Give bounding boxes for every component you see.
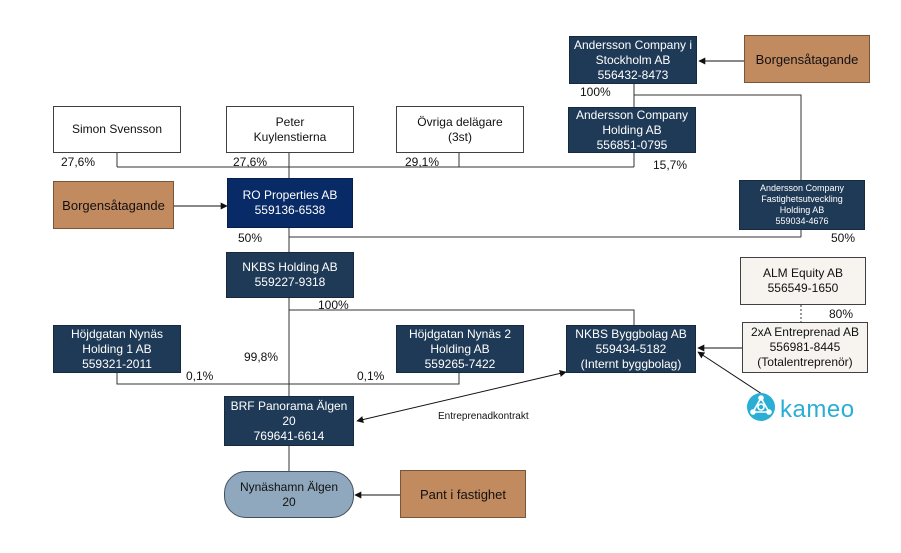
pct-fastighet-to-nkbs: 50% (831, 231, 856, 245)
node-name-line: Peter (275, 114, 305, 129)
nkbs-holding-node: NKBS Holding AB 559227-9318 (226, 252, 354, 298)
andersson-fastighetsutveckling-node: Andersson Company Fastighetsutveckling H… (739, 180, 865, 230)
entreprenadkontrakt-label: Entreprenadkontrakt (438, 411, 529, 422)
node-name-line: Kuylenstierna (253, 129, 327, 144)
node-name-line: 2xA Entreprenad AB (750, 325, 860, 339)
brf-panorama-node: BRF Panorama Älgen 20 769641-6614 (224, 396, 354, 446)
nynashamn-algen-property-node: Nynäshamn Älgen 20 (224, 471, 354, 518)
org-number: 556981-8445 (769, 340, 841, 354)
node-name-line: (Internt byggbolag) (580, 356, 682, 371)
node-name-line: Fastighetsutveckling (761, 194, 843, 204)
pct-stockholm-to-holding: 100% (580, 85, 611, 99)
org-number: 559034-4676 (775, 216, 829, 226)
node-name-line: Andersson Company (759, 183, 845, 193)
org-number: 556549-1650 (767, 281, 839, 295)
node-label: Borgensåtagande (755, 51, 859, 67)
pct-peter: 27,6% (233, 155, 268, 169)
kameo-logo-text: kameo (780, 395, 855, 423)
node-name-line: Höjdgatan Nynäs (70, 326, 164, 341)
node-name-line: 20 (282, 413, 296, 428)
pct-ro-to-nkbs: 50% (238, 231, 263, 245)
andersson-holding-node: Andersson Company Holding AB 556851-0795 (568, 107, 696, 153)
node-name-line: Stockholm AB (595, 52, 671, 67)
node-name-line: Övriga delägare (417, 114, 503, 129)
alm-equity-node: ALM Equity AB 556549-1650 (740, 257, 866, 305)
org-number: 769641-6614 (253, 428, 325, 443)
node-name-line: NKBS Byggbolag AB (575, 326, 687, 341)
node-name-line: Holding 1 AB (82, 341, 152, 356)
node-name-line: BRF Panorama Älgen (230, 398, 348, 413)
pct-hojd1-to-brf: 0,1% (186, 369, 214, 383)
node-name-line: Holding AB (602, 122, 662, 137)
simon-svensson-node: Simon Svensson (53, 106, 181, 153)
2xa-entreprenad-node: 2xA Entreprenad AB 556981-8445 (Totalent… (742, 322, 868, 373)
pct-hojd2-to-brf: 0,1% (357, 369, 385, 383)
kameo-logo-icon (746, 392, 776, 427)
node-name-line: (Totalentreprenör) (757, 355, 853, 369)
hojdgatan-holding-1-node: Höjdgatan Nynäs Holding 1 AB 559321-2011 (53, 325, 181, 373)
nkbs-byggbolag-node: NKBS Byggbolag AB 559434-5182 (Internt b… (566, 325, 696, 373)
pct-nkbs-to-brf: 99,8% (244, 350, 279, 364)
node-name-line: Höjdgatan Nynäs 2 (408, 326, 512, 341)
node-name-line: Nynäshamn Älgen (239, 479, 339, 494)
borgensatagande-left-node: Borgensåtagande (53, 181, 174, 229)
org-number: 556432-8473 (597, 67, 669, 82)
org-number: 559265-7422 (424, 356, 496, 371)
node-name-line: Holding AB (779, 205, 825, 215)
org-number: 556851-0795 (596, 137, 668, 152)
node-name-line: Andersson Company (575, 107, 689, 122)
borgensatagande-top-node: Borgensåtagande (744, 35, 870, 83)
pant-i-fastighet-node: Pant i fastighet (400, 470, 526, 518)
org-number: 559434-5182 (595, 341, 667, 356)
pct-simon: 27,6% (61, 155, 96, 169)
node-label: Pant i fastighet (420, 486, 506, 502)
node-name-line: NKBS Holding AB (242, 260, 338, 274)
ro-properties-node: RO Properties AB 559136-6538 (227, 178, 353, 228)
hojdgatan-holding-2-node: Höjdgatan Nynäs 2 Holding AB 559265-7422 (396, 325, 524, 373)
org-number: 559227-9318 (254, 275, 326, 289)
pct-alm-to-2xa: 80% (829, 307, 854, 321)
node-name-line: Andersson Company i (573, 37, 693, 52)
org-number: 559321-2011 (82, 356, 152, 371)
kameo-logo: kameo (746, 392, 855, 427)
andersson-stockholm-node: Andersson Company i Stockholm AB 556432-… (569, 36, 697, 84)
node-name-line: (3st) (448, 129, 472, 144)
node-label: Borgensåtagande (62, 197, 165, 213)
org-number: 559136-6538 (254, 203, 326, 217)
pct-ovriga: 29,1% (405, 155, 440, 169)
node-name-line: RO Properties AB (242, 188, 338, 202)
ovriga-delagare-node: Övriga delägare (3st) (396, 106, 524, 153)
node-name-line: ALM Equity AB (762, 266, 844, 280)
pct-andersson-holding: 15,7% (653, 158, 688, 172)
pct-nkbs-to-bygg: 100% (318, 298, 349, 312)
node-name-line: 20 (282, 494, 296, 509)
node-label: Simon Svensson (71, 122, 163, 136)
node-name-line: Holding AB (430, 341, 490, 356)
peter-kuylenstierna-node: Peter Kuylenstierna (226, 106, 354, 153)
